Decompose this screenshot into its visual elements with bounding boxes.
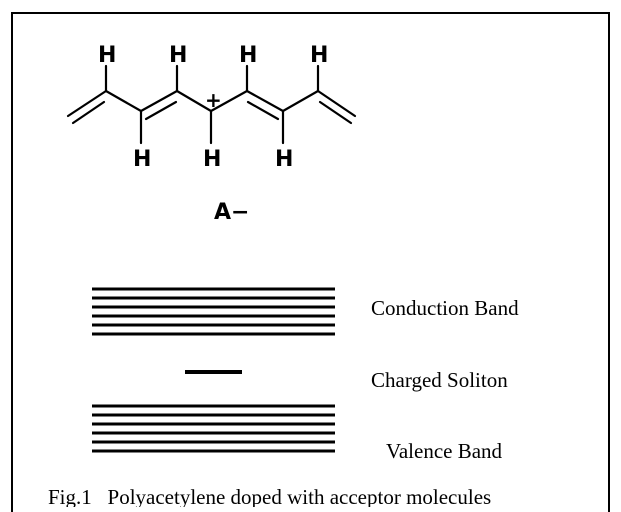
charged-soliton-label: Charged Soliton [371,368,508,392]
hydrogen-atom-1: H [98,43,116,68]
counter-anion-label: A− [214,200,249,225]
hydrogen-atom-5: H [239,43,257,68]
bond-6 [281,89,320,113]
hydrogen-atom-4: H [203,147,221,172]
conduction-band-lines [92,287,335,336]
bond-right-terminal [316,89,357,118]
bond-5 [245,89,285,113]
figure-frame [11,12,610,512]
bond-1 [104,89,143,113]
valence-band-label: Valence Band [386,439,503,463]
bond-left-terminal [66,89,108,118]
bond-4 [209,89,249,113]
hydrogen-atom-2: H [133,147,151,172]
hydrogen-atom-7: H [310,43,328,68]
bond-right-terminal-double [318,100,353,125]
bond-2 [139,89,179,113]
hydrogen-atom-3: H [169,43,187,68]
bond-3 [175,89,213,113]
polyacetylene-structure [66,64,357,145]
conduction-band-label: Conduction Band [371,296,519,320]
figure-caption: Fig.1 Polyacetylene doped with acceptor … [48,485,491,507]
bond-5-double [246,100,280,121]
hydrogen-atom-6: H [275,147,293,172]
bond-2-double [144,100,178,121]
valence-band-lines [92,404,335,453]
bond-left-terminal-double [71,100,106,125]
positive-charge: + [205,88,222,112]
